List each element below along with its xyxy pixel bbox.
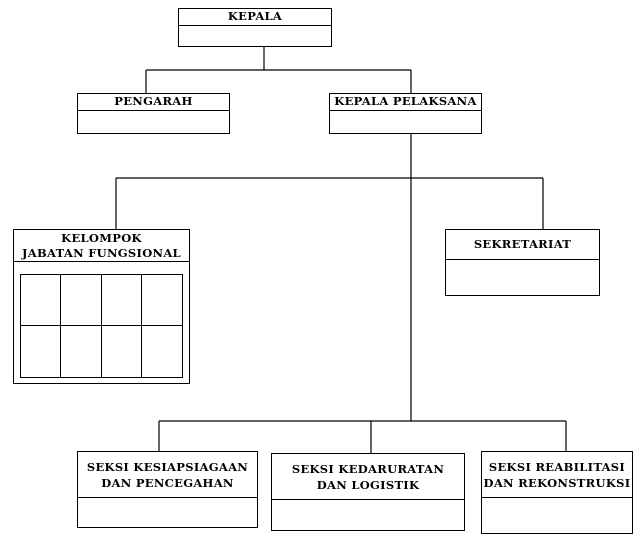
- kepala-pelaksana-box: KEPALA PELAKSANA: [329, 93, 482, 134]
- grid-cell: [102, 326, 142, 377]
- kepala-pelaksana-label: KEPALA PELAKSANA: [330, 94, 481, 111]
- grid-cell: [141, 275, 182, 326]
- seksi-reabilitasi-box: [481, 451, 633, 534]
- grid-cell: [21, 326, 62, 377]
- seksi-kesiapsiagaan-label: SEKSI KESIAPSIAGAAN DAN PENCEGAHAN: [86, 460, 249, 490]
- seksi-kesiapsiagaan-box: [77, 451, 258, 528]
- seksi-kedaruratan-label: SEKSI KEDARURATAN DAN LOGISTIK: [291, 462, 445, 492]
- functional-position-grid: [20, 274, 183, 378]
- seksi-kedaruratan-box: [271, 453, 465, 531]
- seksi-kedaruratan-divider: [271, 499, 465, 500]
- kelompok-jabatan-fungsional-box: KELOMPOK JABATAN FUNGSIONAL: [13, 229, 190, 384]
- sekretariat-label: SEKRETARIAT: [446, 230, 599, 260]
- pengarah-label: PENGARAH: [78, 94, 229, 111]
- grid-cell: [61, 275, 102, 326]
- seksi-reabilitasi-divider: [481, 497, 633, 498]
- grid-cell: [142, 326, 182, 377]
- grid-cell: [101, 275, 142, 326]
- seksi-reabilitasi-label: SEKSI REABILITASI DAN REKONSTRUKSI: [483, 460, 631, 490]
- kepala-label: KEPALA: [179, 9, 331, 26]
- seksi-kesiapsiagaan-divider: [77, 497, 258, 498]
- kelompok-jabatan-fungsional-label: KELOMPOK JABATAN FUNGSIONAL: [14, 230, 189, 262]
- grid-cell: [21, 275, 62, 326]
- grid-cell: [61, 326, 102, 377]
- pengarah-box: PENGARAH: [77, 93, 230, 134]
- sekretariat-box: SEKRETARIAT: [445, 229, 600, 296]
- kepala-box: KEPALA: [178, 8, 332, 47]
